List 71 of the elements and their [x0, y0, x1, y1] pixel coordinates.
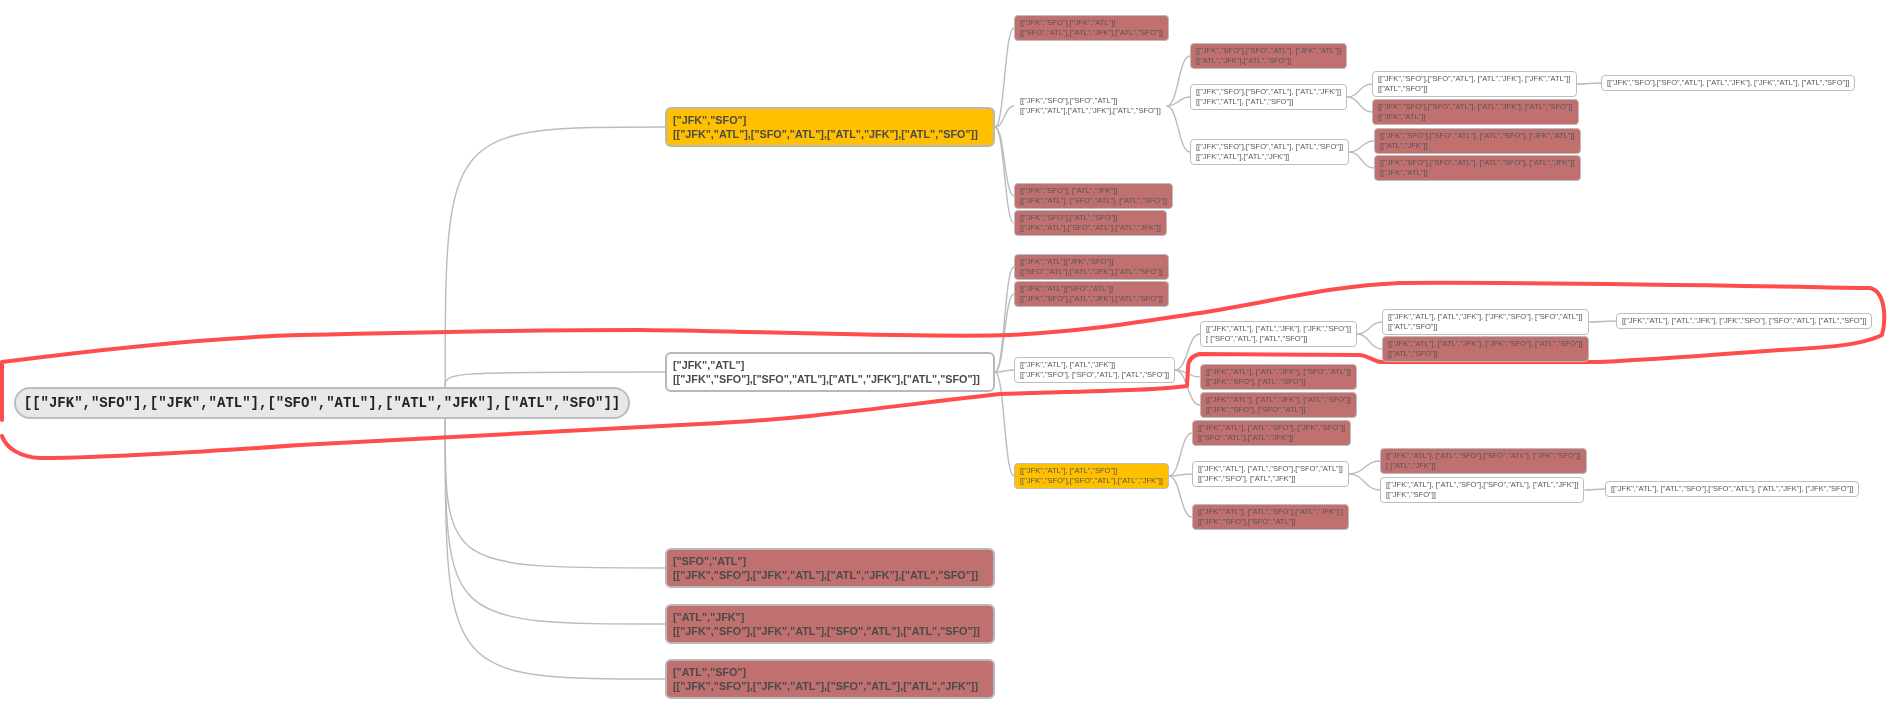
topic-heading: ["JFK","ATL"] — [673, 358, 745, 372]
connector-line — [1174, 369, 1201, 406]
topic-heading: [["JFK","SFO"],["JFK","ATL"],["SFO","ATL"],["ATL","JFK"],["ATL","SFO"]] — [23, 395, 621, 411]
connector-line — [994, 369, 1015, 373]
connector-line — [994, 27, 1015, 128]
subtopic-box — [1190, 43, 1348, 69]
connector-line — [1356, 333, 1383, 350]
topic-detail: [["JFK","SFO"],["JFK","ATL"],["SFO","ATL"],["ATL","SFO"]] — [673, 624, 980, 638]
subtopic-box — [1192, 420, 1352, 446]
subtopic-box — [1374, 128, 1581, 154]
subtopic-box — [1014, 254, 1169, 280]
connector-line — [994, 126, 1015, 224]
connector-line — [1166, 55, 1191, 107]
topic-heading: ["JFK","SFO"] — [673, 113, 747, 127]
connector-line — [1168, 432, 1193, 477]
topic-heading: ["ATL","SFO"] — [673, 665, 747, 679]
connector-line — [1168, 475, 1193, 518]
connector-line — [1168, 473, 1193, 477]
root-topic-box — [14, 387, 630, 419]
subtopic-box — [1374, 155, 1581, 181]
connector-line — [1583, 488, 1606, 491]
subtopic-box — [1190, 84, 1348, 110]
subtopic-box — [1192, 461, 1349, 487]
subtopic-box — [1382, 309, 1589, 335]
subtopic-box — [1601, 75, 1856, 91]
connector-line — [1166, 105, 1191, 153]
subtopic-box — [1605, 481, 1860, 497]
subtopic-box — [1380, 477, 1585, 503]
connector-line — [444, 418, 666, 680]
topic-detail: [["JFK","SFO"],["SFO","ATL"],["ATL","JFK"],["ATL","SFO"]] — [673, 372, 980, 386]
topic-detail: [["JFK","SFO"],["JFK","ATL"],["ATL","JFK"],["ATL","SFO"]] — [673, 568, 978, 582]
subtopic-box — [1192, 504, 1349, 530]
subtopic-box — [1200, 321, 1358, 347]
topic-box — [665, 548, 995, 588]
connector-line — [1348, 460, 1381, 475]
connector-line — [1356, 321, 1383, 335]
connector-line — [1575, 82, 1602, 85]
subtopic-box — [1372, 99, 1579, 125]
connector-line — [1346, 96, 1373, 113]
connector-line — [1346, 83, 1373, 98]
subtopic-box — [1382, 336, 1589, 362]
connector-line — [1348, 473, 1381, 491]
subtopic-box — [1200, 364, 1357, 390]
topic-detail: [["JFK","SFO"],["JFK","ATL"],["SFO","ATL"],["ATL","JFK"]] — [673, 679, 978, 693]
topic-detail: [["JFK","ATL"],["SFO","ATL"],["ATL","JFK"],["ATL","SFO"]] — [673, 127, 978, 141]
topic-box — [665, 604, 995, 644]
subtopic-box — [1014, 183, 1173, 209]
subtopic-box — [1616, 313, 1873, 329]
connector-line — [444, 371, 666, 388]
connector-line — [1588, 320, 1617, 323]
subtopic-box — [1200, 392, 1357, 418]
connector-line — [994, 105, 1015, 128]
topic-heading: ["ATL","JFK"] — [673, 610, 745, 624]
subtopic-box — [1014, 357, 1176, 383]
topic-box — [665, 107, 995, 147]
connector-line — [1166, 96, 1191, 107]
connector-line — [1348, 140, 1375, 153]
subtopic-box — [1014, 281, 1169, 307]
topic-box — [665, 659, 995, 699]
connector-line — [994, 371, 1015, 477]
topic-heading: ["SFO","ATL"] — [673, 554, 747, 568]
subtopic-box — [1014, 15, 1169, 41]
subtopic-box — [1380, 448, 1587, 474]
subtopic-box — [1372, 71, 1577, 97]
subtopic-box — [1014, 210, 1167, 236]
subtopic-box — [1014, 463, 1169, 489]
connector-line — [1174, 333, 1201, 371]
connector-line — [1348, 151, 1375, 169]
subtopic-box — [1190, 139, 1350, 165]
topic-box — [665, 352, 995, 392]
connector-line — [994, 293, 1015, 373]
